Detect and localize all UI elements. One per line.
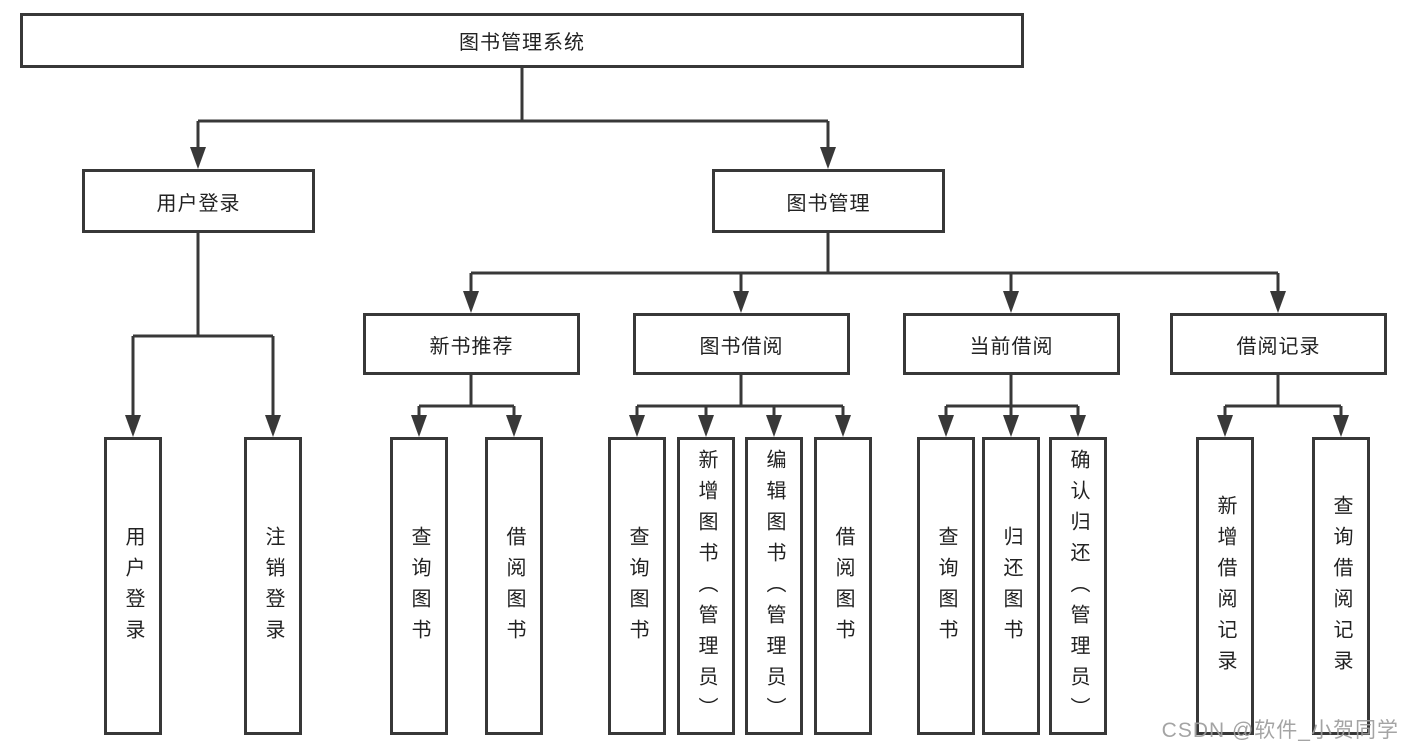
node-new-book-recommend: 新书推荐: [363, 313, 580, 375]
arrowhead: [938, 415, 954, 437]
leaf-query-books-current: 查询图书: [917, 437, 975, 735]
arrowhead: [835, 415, 851, 437]
arrowhead: [1333, 415, 1349, 437]
node-borrowing-records: 借阅记录: [1170, 313, 1387, 375]
node-library-management-system: 图书管理系统: [20, 13, 1024, 68]
arrowhead: [1003, 291, 1019, 313]
leaf-return-books: 归还图书: [982, 437, 1040, 735]
arrowhead: [1003, 415, 1019, 437]
arrowhead: [411, 415, 427, 437]
leaf-query-books-recommend: 查询图书: [390, 437, 448, 735]
leaf-add-books-admin: 新增图书（管理员）: [677, 437, 735, 735]
arrowhead: [1217, 415, 1233, 437]
leaf-user-login: 用户登录: [104, 437, 162, 735]
node-current-borrowing: 当前借阅: [903, 313, 1120, 375]
arrowhead: [463, 291, 479, 313]
arrowhead: [190, 147, 206, 169]
leaf-confirm-return-admin: 确认归还（管理员）: [1049, 437, 1107, 735]
arrowhead: [698, 415, 714, 437]
arrowhead: [506, 415, 522, 437]
arrowhead: [1270, 291, 1286, 313]
leaf-query-books-borrowing: 查询图书: [608, 437, 666, 735]
leaf-borrow-books-recommend: 借阅图书: [485, 437, 543, 735]
arrowhead: [1070, 415, 1086, 437]
leaf-query-borrow-record: 查询借阅记录: [1312, 437, 1370, 735]
arrowhead: [766, 415, 782, 437]
arrowhead: [629, 415, 645, 437]
arrowhead: [820, 147, 836, 169]
node-book-management: 图书管理: [712, 169, 945, 233]
arrowhead: [125, 415, 141, 437]
leaf-logout: 注销登录: [244, 437, 302, 735]
arrowhead: [733, 291, 749, 313]
leaf-add-borrow-record: 新增借阅记录: [1196, 437, 1254, 735]
arrowhead: [265, 415, 281, 437]
leaf-edit-books-admin: 编辑图书（管理员）: [745, 437, 803, 735]
node-user-login: 用户登录: [82, 169, 315, 233]
node-book-borrowing: 图书借阅: [633, 313, 850, 375]
leaf-borrow-books: 借阅图书: [814, 437, 872, 735]
